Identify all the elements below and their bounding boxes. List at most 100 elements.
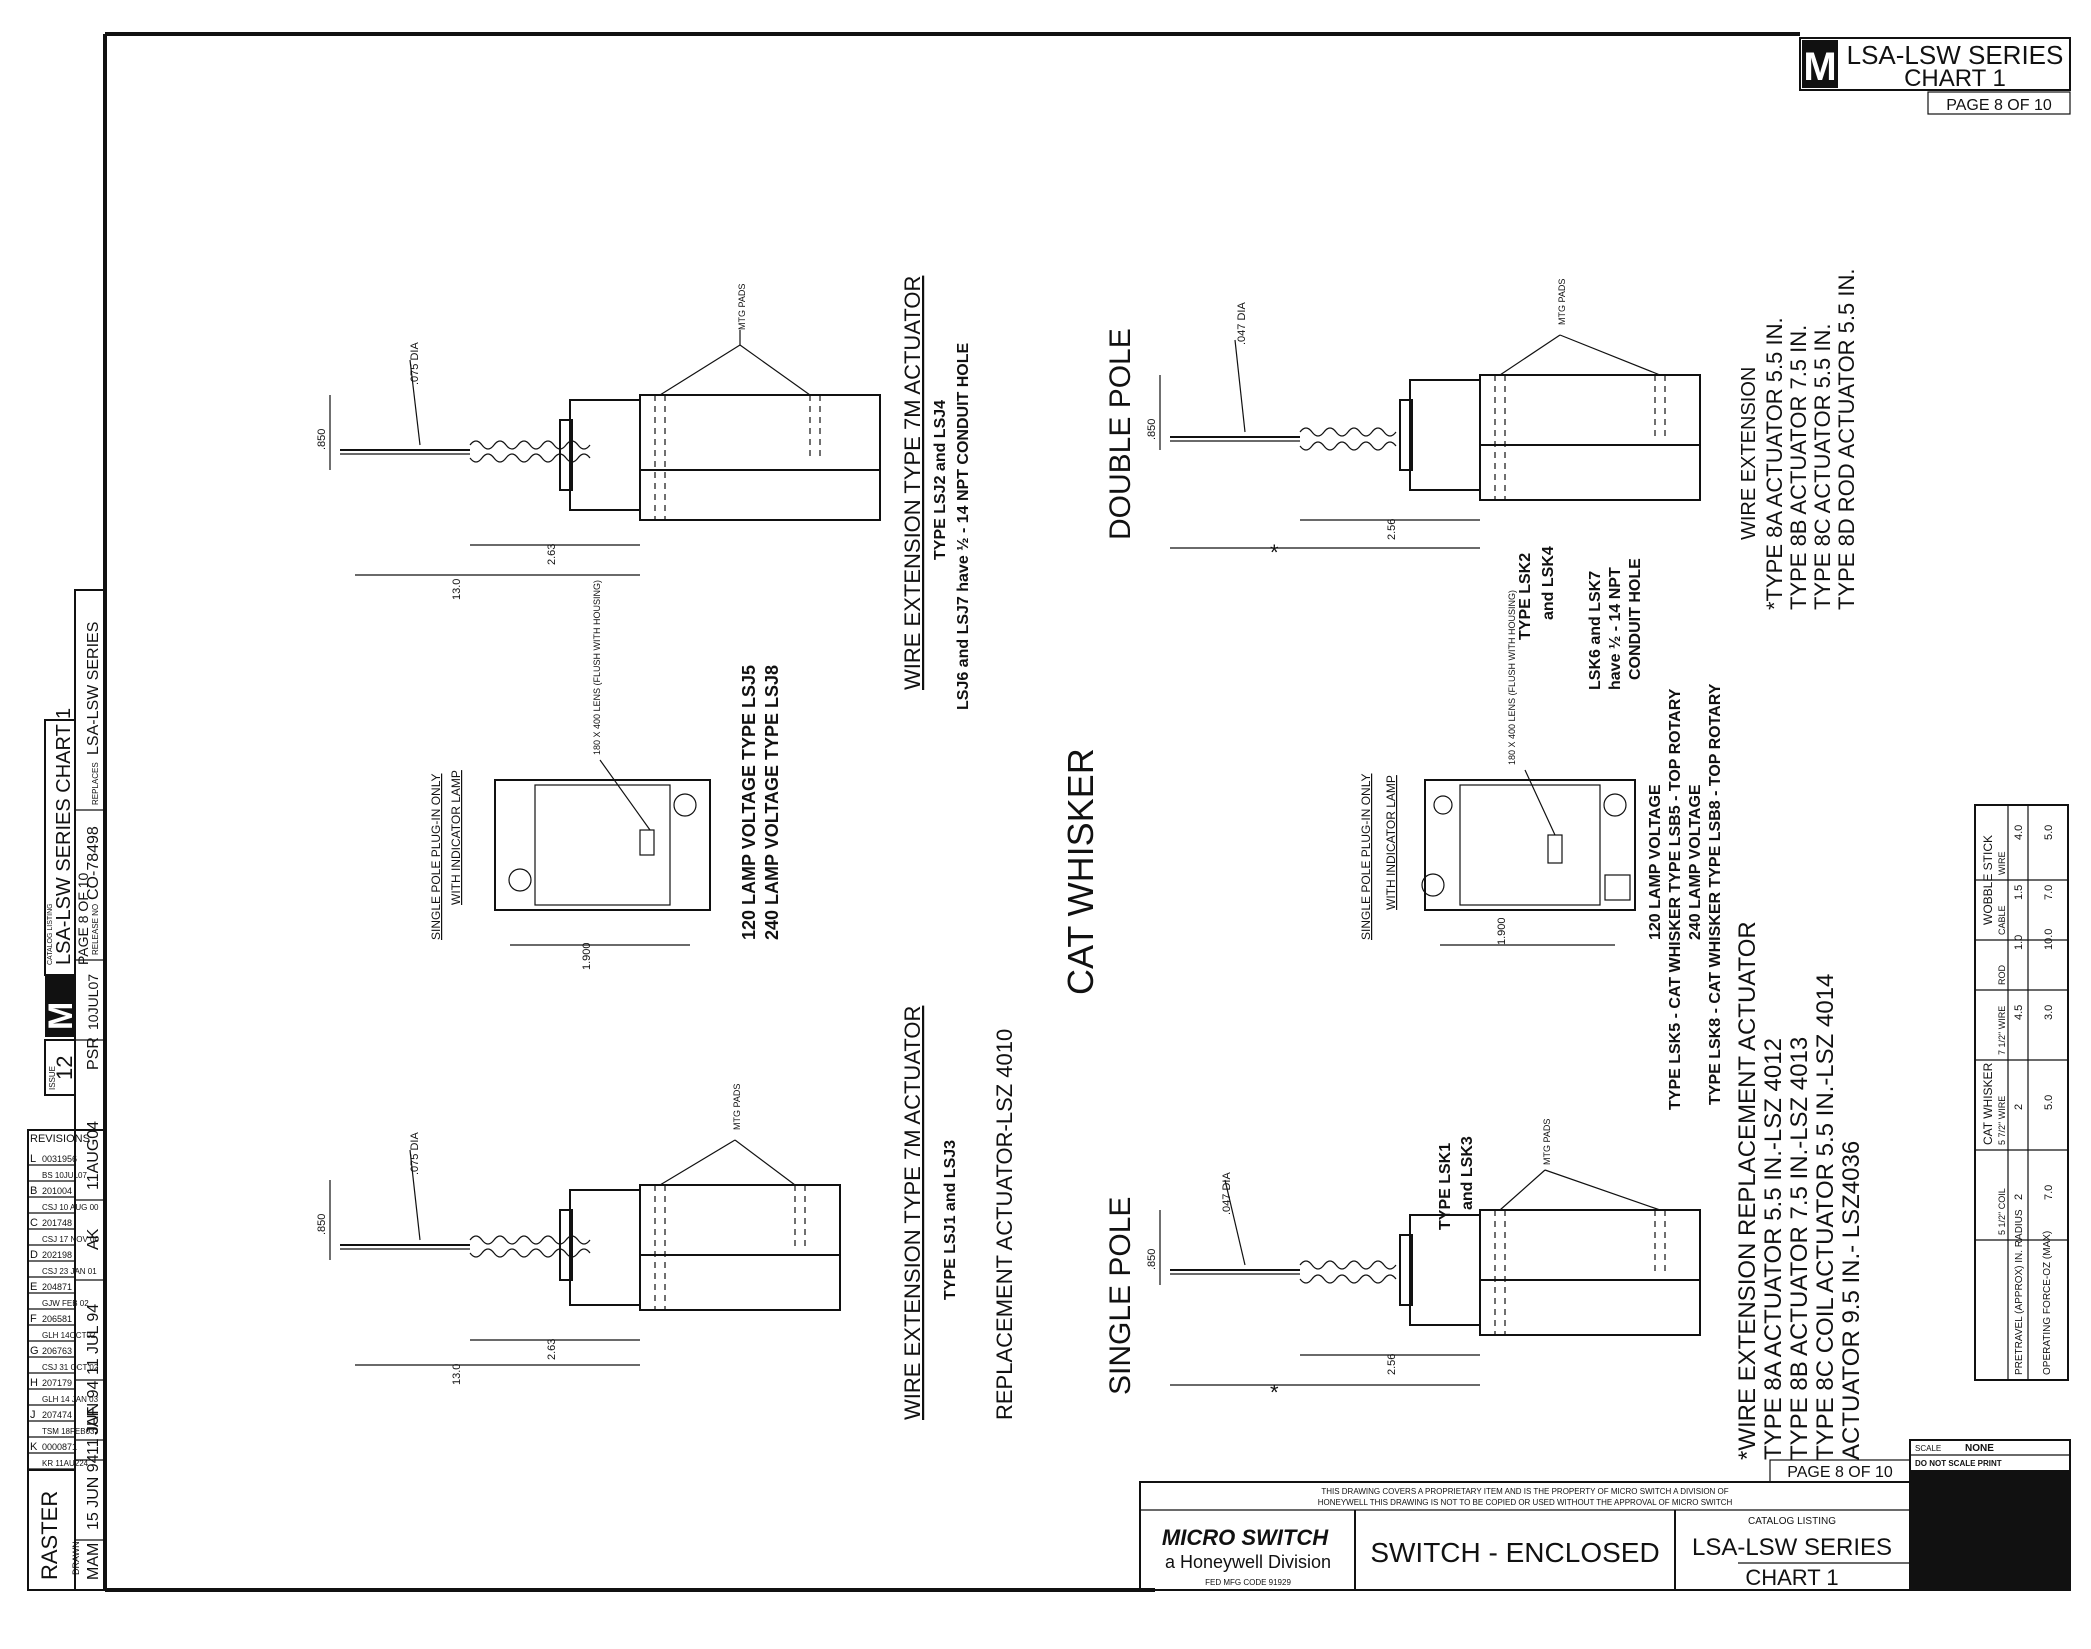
right-bottom-star: * (1270, 1380, 1279, 1405)
right-bottom-dim-256: 2.56 (1386, 1354, 1398, 1375)
table-row1-label: PRETRAVEL (APPROX) IN. RADIUS (2014, 1209, 2025, 1375)
left-top-dim-850: .850 (316, 429, 328, 450)
center-double-pole: DOUBLE POLE (1104, 328, 1137, 540)
table-row1-cell: 1.0 (2013, 935, 2025, 950)
right-plug-note1: SINGLE POLE PLUG-IN ONLY (1359, 774, 1373, 941)
revision-entry: CSJ 17 NOV 00 (42, 1235, 99, 1244)
revision-entry: CSJ 23 JAN 01 (42, 1267, 97, 1276)
side-logo: M (42, 1002, 80, 1030)
table-column-header: CABLE (1997, 905, 2007, 935)
table-row1-cell: 2 (2013, 1194, 2025, 1200)
side-drawn-label: DRAWN (71, 1541, 81, 1575)
tb-division: a Honeywell Division (1165, 1552, 1331, 1572)
header-logo: M (1803, 45, 1836, 89)
table-group1: CAT WHISKER (1981, 1062, 1995, 1145)
left-plugin-view: 1.900 180 X 400 LENS (FLUSH WITH HOUSING… (429, 580, 782, 970)
left-replacement: REPLACEMENT ACTUATOR-LSZ 4010 (992, 1029, 1017, 1420)
tb-scale-label: SCALE (1915, 1444, 1941, 1453)
spec-table: CAT WHISKER WOBBLE STICK PRETRAVEL (APPR… (1974, 804, 2069, 1381)
left-top-mtg-pads: MTG PADS (737, 284, 747, 330)
side-replaces: LSA-LSW SERIES (85, 622, 102, 755)
tb-page: PAGE 8 OF 10 (1787, 1464, 1893, 1481)
right-dim-1900: 1.900 (1496, 917, 1508, 945)
side-check2: AK (85, 1228, 102, 1250)
revision-letter: K (30, 1441, 38, 1453)
side-release-no: CO-78498 (85, 826, 102, 900)
right-top-dim-047: .047 DIA (1236, 302, 1248, 345)
left-top-sub2: LSJ6 and LSJ7 have ½ - 14 NPT CONDUIT HO… (955, 342, 972, 710)
revision-entry: 204871 (42, 1282, 72, 1292)
table-column-header: 5 1/2" COIL (1997, 1188, 2007, 1235)
revision-entry: KR 11AU224 (42, 1459, 89, 1468)
left-top-drawing: .850 2.63 13.0 .075 DIA MTG PADS (316, 284, 881, 600)
right-lens-note: 180 X 400 LENS (FLUSH WITH HOUSING) (1507, 590, 1517, 765)
revision-entry: GLH 14 JAN 03 (42, 1395, 99, 1404)
title-block: PAGE 8 OF 10 THIS DRAWING COVERS A PROPR… (1139, 1439, 2071, 1591)
table-column-header: 7 1/2" WIRE (1997, 1006, 2007, 1055)
side-issue-label: ISSUE (48, 1066, 57, 1090)
left-bottom-mtg-pads: MTG PADS (732, 1084, 742, 1130)
side-release-label: RELEASE NO (91, 904, 100, 955)
right-lsk5: TYPE LSK5 - CAT WHISKER TYPE LSB5 - TOP … (1667, 688, 1684, 1110)
replacement-line: TYPE 8B ACTUATOR 7.5 IN.-LSZ 4013 (1786, 1037, 1813, 1460)
table-row2-cell: 10.0 (2043, 929, 2055, 950)
side-catalog-title: LSA-LSW SERIES CHART 1 (53, 708, 75, 965)
side-check5: 11 JUN 94 (85, 1380, 102, 1455)
tb-no-scale: DO NOT SCALE PRINT (1915, 1459, 2002, 1468)
tb-catalog-label: CATALOG LISTING (1748, 1516, 1836, 1527)
replacement-line: ACTUATOR 9.5 IN.- LSZ4036 (1838, 1141, 1865, 1460)
right-bottom-dim-047: .047 DIA (1221, 1172, 1233, 1215)
right-lsk6-1: LSK6 and LSK7 (1587, 571, 1604, 690)
revision-entry: 0000871 (42, 1442, 77, 1452)
side-catalog-label: CATALOG LISTING (47, 903, 54, 965)
left-bottom-dim-263: 2.63 (546, 1339, 558, 1360)
table-row2-cell: 7.0 (2043, 885, 2055, 900)
revision-letter: L (30, 1153, 36, 1165)
table-row1-cell: 4.0 (2013, 825, 2025, 840)
tb-scale: NONE (1965, 1443, 1994, 1454)
revision-entry: 206763 (42, 1346, 72, 1356)
left-top-title: WIRE EXTENSION TYPE 7M ACTUATOR (900, 276, 925, 690)
left-dim-1900: 1.900 (581, 942, 593, 970)
side-catalog-block: RASTER DRAWN MAM 15 JUN 94 11 JUN 94 JAF… (27, 589, 106, 1591)
revision-entry: 206581 (42, 1314, 72, 1324)
side-drawn-date: 15 JUN 94 (85, 1454, 102, 1530)
right-lamp240: 240 LAMP VOLTAGE (1687, 784, 1704, 940)
revision-entry: TSM 18FEB03 (42, 1427, 95, 1436)
revision-entry: GLH 14OCT02 (42, 1331, 96, 1340)
side-date: 10JUL07 (85, 974, 101, 1030)
right-top-mtg-pads: MTG PADS (1557, 279, 1567, 325)
revision-entry: 0031956 (42, 1154, 77, 1164)
revision-entry: 201748 (42, 1218, 72, 1228)
wire-ext-line: TYPE 8D ROD ACTUATOR 5.5 IN. (1834, 269, 1859, 610)
left-top-dim-075: .075 DIA (409, 342, 421, 385)
header-series: LSA-LSW SERIES (1847, 40, 2064, 70)
table-column-header: WIRE (1997, 852, 2007, 876)
left-lamp2: 240 LAMP VOLTAGE TYPE LSJ8 (762, 665, 782, 940)
right-bottom-drawing: .850 2.56 * .047 DIA MTG PADS (1146, 1119, 1701, 1405)
right-bottom-dim-850: .850 (1146, 1249, 1158, 1270)
left-bottom-dim-075: .075 DIA (409, 1132, 421, 1175)
side-drawn-by: MAM (85, 1543, 102, 1580)
table-row2-cell: 5.0 (2043, 1095, 2055, 1110)
left-bottom-dim-850: .850 (316, 1214, 328, 1235)
replacement-line: TYPE 8C COIL ACTUATOR 5.5 IN.-LSZ 4014 (1812, 974, 1839, 1460)
right-lsk6-2: have ½ - 14 NPT (1607, 567, 1624, 690)
revision-letter: D (30, 1249, 38, 1261)
right-top-dim-850: .850 (1146, 419, 1158, 440)
right-and-lsk3: and LSK3 (1459, 1136, 1476, 1210)
revision-entry: 201004 (42, 1186, 72, 1196)
tb-brand: MICRO SWITCH (1162, 1525, 1329, 1550)
right-bottom-mtg-pads: MTG PADS (1542, 1119, 1552, 1165)
revision-entry: 207179 (42, 1378, 72, 1388)
table-row2-cell: 5.0 (2043, 825, 2055, 840)
side-check4: JAF (85, 1406, 102, 1435)
replacement-line: TYPE 8A ACTUATOR 5.5 IN.-LSZ 4012 (1760, 1038, 1787, 1460)
side-revisions-label: REVISIONS (30, 1133, 90, 1145)
revision-letter: G (30, 1345, 39, 1357)
table-column-header: 5 7/2" WIRE (1997, 1096, 2007, 1145)
left-lens-note: 180 X 400 LENS (FLUSH WITH HOUSING) (592, 580, 602, 755)
side-psr: PSR (85, 1037, 102, 1070)
